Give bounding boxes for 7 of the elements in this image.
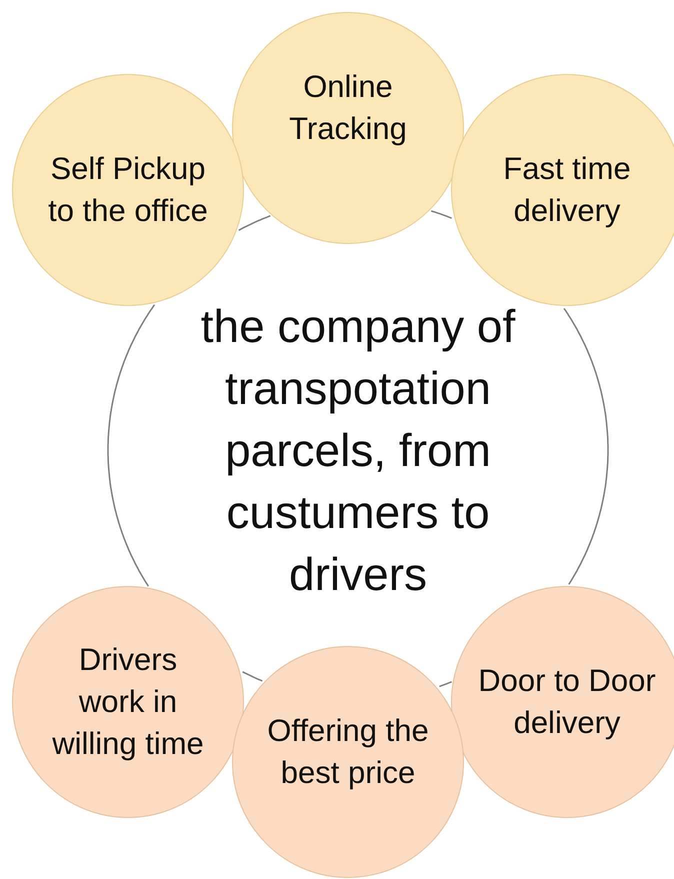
circle-label: Drivers work in willing time	[51, 641, 205, 763]
circle-label: Door to Door delivery	[477, 662, 657, 742]
circle-label: Offering the best price	[266, 712, 430, 792]
circle-label: the company of transpotation parcels, from custumers to drivers	[200, 298, 516, 602]
circle-label: Self Pickup to the office	[47, 150, 209, 230]
circle-label: Fast time delivery	[502, 150, 632, 230]
circle-label: Online Tracking	[288, 68, 408, 148]
